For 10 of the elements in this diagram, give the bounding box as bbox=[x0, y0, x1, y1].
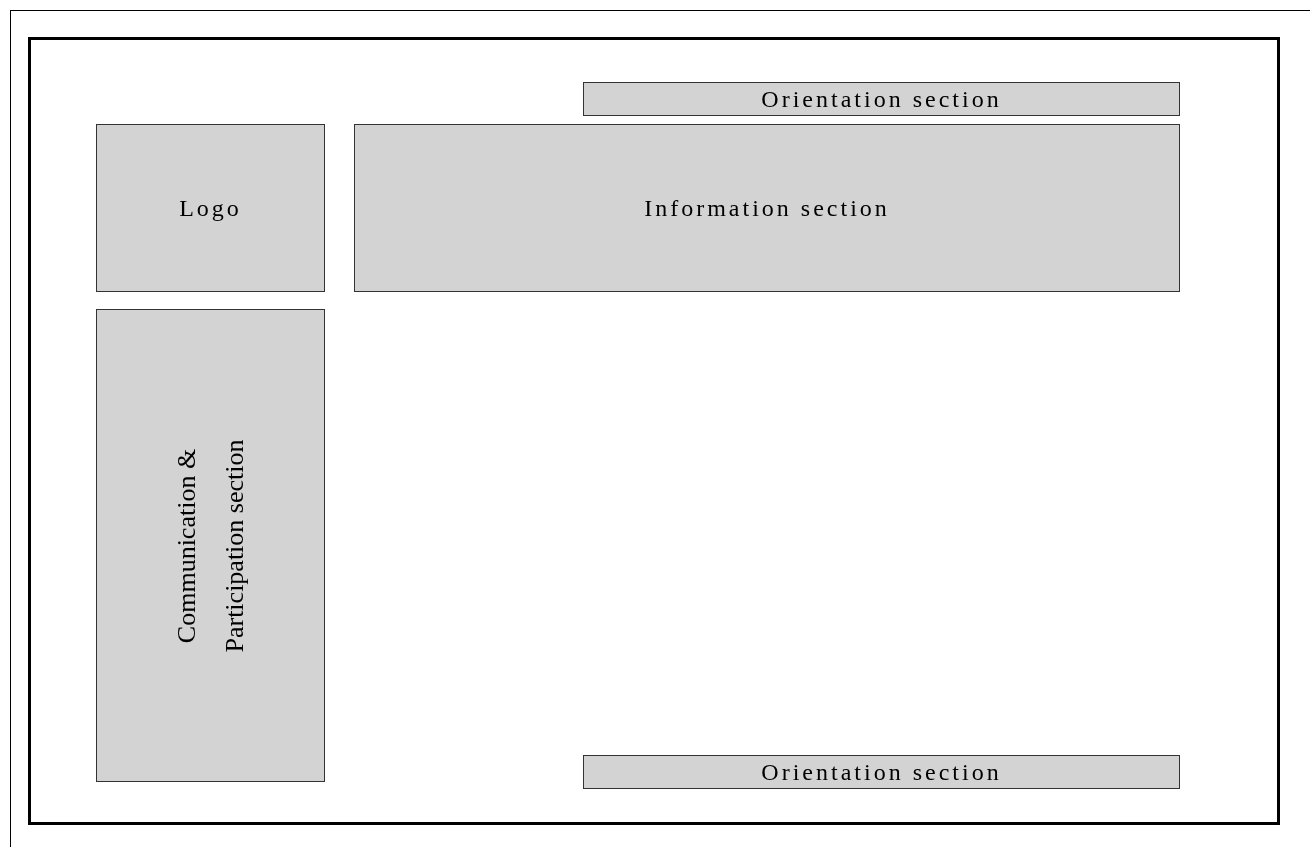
layout-section bbox=[354, 124, 1180, 292]
section-label: Logo bbox=[179, 194, 242, 222]
layout-section bbox=[96, 309, 325, 782]
section-label: Communication & Participation section bbox=[170, 438, 250, 654]
layout-section bbox=[583, 82, 1180, 116]
section-label: Information section bbox=[644, 194, 890, 222]
section-label: Orientation section bbox=[761, 758, 1002, 786]
layout-section bbox=[96, 124, 325, 292]
section-label: Orientation section bbox=[761, 85, 1002, 113]
layout-section bbox=[583, 755, 1180, 789]
